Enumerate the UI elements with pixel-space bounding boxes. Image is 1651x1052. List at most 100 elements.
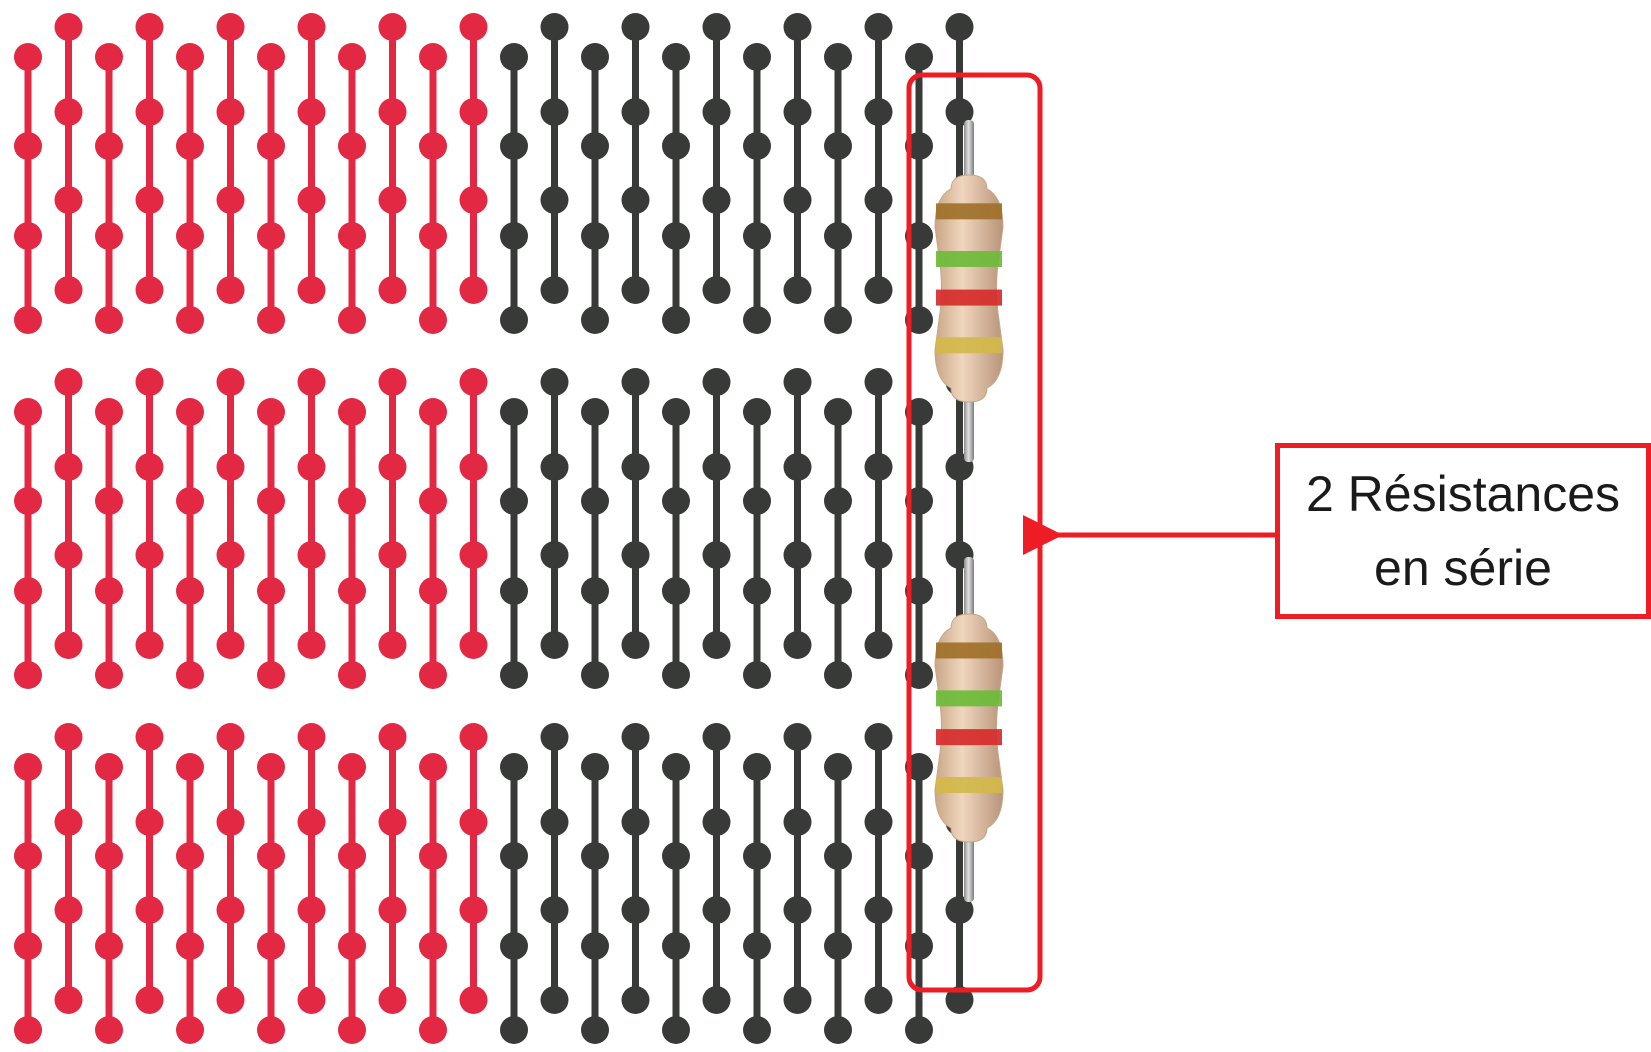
strip-hole bbox=[743, 132, 771, 160]
strip-hole bbox=[864, 723, 893, 751]
strip-hole bbox=[378, 896, 407, 924]
strip-hole bbox=[14, 577, 42, 605]
strip-hole bbox=[14, 842, 42, 870]
strip-hole bbox=[135, 896, 164, 924]
strip-hole bbox=[338, 487, 366, 515]
resistor-top bbox=[934, 120, 1004, 462]
strip-hole bbox=[662, 487, 690, 515]
strip-hole bbox=[824, 932, 852, 960]
strip-hole bbox=[54, 453, 83, 481]
strip-hole bbox=[500, 43, 528, 71]
strip-hole bbox=[338, 753, 366, 781]
strip-hole bbox=[419, 753, 447, 781]
strip-hole bbox=[257, 661, 285, 689]
strip-hole bbox=[540, 453, 569, 481]
strip-hole bbox=[621, 541, 650, 569]
strip-hole bbox=[378, 276, 407, 304]
resistor-bottom bbox=[934, 557, 1004, 902]
resistor-band-brown bbox=[936, 203, 1002, 220]
strip-hole bbox=[378, 986, 407, 1014]
strip-hole bbox=[419, 43, 447, 71]
strip-hole bbox=[864, 186, 893, 214]
strip-hole bbox=[864, 986, 893, 1014]
strip-hole bbox=[864, 541, 893, 569]
red-strip-column bbox=[14, 43, 42, 1044]
strip-hole bbox=[378, 723, 407, 751]
dark-strip-column bbox=[500, 43, 528, 1044]
strip-hole bbox=[621, 723, 650, 751]
strip-hole bbox=[257, 753, 285, 781]
strip-hole bbox=[824, 222, 852, 250]
strip-hole bbox=[14, 753, 42, 781]
resistor-band-gold bbox=[936, 777, 1002, 793]
strip-hole bbox=[338, 132, 366, 160]
strip-hole bbox=[905, 842, 933, 870]
strip-hole bbox=[216, 276, 245, 304]
strip-hole bbox=[662, 43, 690, 71]
strip-hole bbox=[864, 631, 893, 659]
strip-hole bbox=[905, 398, 933, 426]
strip-hole bbox=[743, 753, 771, 781]
strip-hole bbox=[702, 13, 731, 41]
strip-hole bbox=[500, 487, 528, 515]
strip-hole bbox=[540, 631, 569, 659]
strip-hole bbox=[662, 306, 690, 334]
strip-hole bbox=[135, 541, 164, 569]
strip-hole bbox=[783, 723, 812, 751]
strip-hole bbox=[540, 986, 569, 1014]
strip-hole bbox=[824, 577, 852, 605]
strip-hole bbox=[338, 661, 366, 689]
strip-hole bbox=[176, 222, 204, 250]
strip-hole bbox=[176, 132, 204, 160]
strip-hole bbox=[216, 13, 245, 41]
strip-hole bbox=[581, 398, 609, 426]
strip-hole bbox=[419, 1016, 447, 1044]
dark-strip-column bbox=[864, 13, 893, 1014]
strip-hole bbox=[378, 13, 407, 41]
strip-hole bbox=[257, 43, 285, 71]
strip-hole bbox=[54, 368, 83, 396]
strip-hole bbox=[216, 723, 245, 751]
strip-hole bbox=[54, 98, 83, 126]
strip-hole bbox=[297, 98, 326, 126]
strip-hole bbox=[662, 842, 690, 870]
strip-hole bbox=[824, 487, 852, 515]
strip-hole bbox=[54, 276, 83, 304]
strip-hole bbox=[905, 1016, 933, 1044]
strip-hole bbox=[621, 896, 650, 924]
strip-hole bbox=[500, 398, 528, 426]
strip-hole bbox=[95, 753, 123, 781]
strip-hole bbox=[459, 986, 488, 1014]
strip-hole bbox=[459, 808, 488, 836]
strip-hole bbox=[783, 896, 812, 924]
strip-hole bbox=[743, 222, 771, 250]
strip-hole bbox=[743, 932, 771, 960]
strip-hole bbox=[945, 986, 974, 1014]
strip-hole bbox=[945, 98, 974, 126]
strip-hole bbox=[297, 986, 326, 1014]
strip-hole bbox=[297, 896, 326, 924]
strip-hole bbox=[14, 661, 42, 689]
strip-hole bbox=[702, 453, 731, 481]
strip-hole bbox=[702, 986, 731, 1014]
strip-hole bbox=[14, 306, 42, 334]
strip-hole bbox=[864, 368, 893, 396]
strip-hole bbox=[783, 186, 812, 214]
strip-hole bbox=[54, 896, 83, 924]
strip-hole bbox=[419, 932, 447, 960]
strip-hole bbox=[297, 453, 326, 481]
strip-hole bbox=[459, 98, 488, 126]
strip-hole bbox=[621, 631, 650, 659]
strip-hole bbox=[702, 276, 731, 304]
strip-hole bbox=[905, 932, 933, 960]
strip-hole bbox=[257, 842, 285, 870]
strip-hole bbox=[500, 661, 528, 689]
strip-hole bbox=[297, 276, 326, 304]
strip-columns bbox=[14, 13, 974, 1044]
strip-hole bbox=[14, 487, 42, 515]
strip-hole bbox=[378, 541, 407, 569]
strip-hole bbox=[783, 986, 812, 1014]
strip-hole bbox=[621, 986, 650, 1014]
red-strip-column bbox=[459, 13, 488, 1014]
strip-hole bbox=[581, 842, 609, 870]
